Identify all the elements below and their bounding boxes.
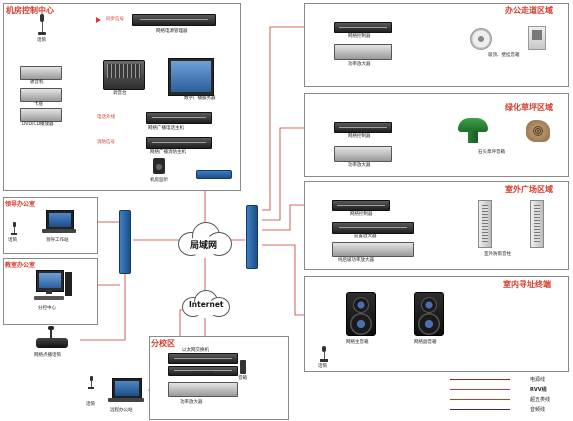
zone-lawn: 绿化草坪区域: [304, 93, 569, 177]
power-manager-device: [132, 14, 216, 26]
zone-title-teaching: 教室办公室: [5, 262, 36, 269]
lawn-controller-device: [334, 122, 392, 133]
lan-cloud: [178, 222, 232, 258]
remote-mic-icon: [88, 376, 94, 390]
legend: 电源线 RVV线 超五类线 音频线: [450, 374, 570, 420]
tuner-device: [20, 88, 62, 102]
lawn-controller-label: 网络控制器: [348, 134, 371, 139]
wall-speaker-icon: [528, 26, 546, 50]
broadcast-server-label: 数字广播服务器: [184, 96, 216, 101]
zone-title-leader: 领导办公室: [5, 201, 36, 208]
sub-speaker-label: 网络副音箱: [414, 340, 437, 345]
phone-in-label: 电话外线: [97, 115, 115, 120]
paging-station-label: 网络点播话筒: [34, 353, 61, 358]
legend-power-line: [450, 379, 510, 380]
left-lan-switch: [119, 210, 131, 274]
plaza-amp-device: [332, 242, 414, 257]
branch-controller-device: [168, 366, 238, 376]
plaza-preamp-label: 前置放大器: [354, 234, 377, 239]
microphone-icon: [38, 14, 46, 36]
internet-label: Internet: [189, 300, 224, 309]
remote-laptop-icon: [108, 378, 144, 404]
fire-signal-label: 消防信号: [97, 140, 115, 145]
control-mic-label: 话筒: [37, 38, 46, 43]
legend-rvv-line: [450, 389, 510, 390]
rock-speaker-icon: [526, 120, 550, 142]
plaza-controller-label: 网络控制器: [350, 212, 373, 217]
plaza-controller-device: [332, 200, 390, 211]
tuner-label: 卡座: [34, 102, 43, 107]
teaching-pc-label: 分控中心: [38, 306, 56, 311]
branch-controller-label: 网络控制器: [192, 372, 215, 377]
main-network-speaker-icon: [346, 292, 376, 336]
lawn-speakers-label: 石头草坪音箱: [478, 150, 505, 155]
fire-host-label: 网络广播消防主机: [150, 150, 186, 155]
mushroom-speaker-icon: [458, 118, 488, 144]
dvd-player-device: [20, 108, 62, 122]
mixer-device: [103, 60, 145, 90]
right-lan-switch: [246, 205, 258, 269]
ceiling-speaker-icon: [470, 28, 492, 50]
zone-title-corridor: 办公走道区域: [505, 6, 553, 15]
remote-mic-label: 话筒: [86, 402, 95, 407]
main-speaker-label: 网络主音箱: [346, 340, 369, 345]
sync-signal-label: 同步信号: [106, 17, 124, 22]
branch-switch-label: 以太网交换机: [182, 348, 209, 353]
branch-amp-device: [168, 382, 238, 397]
phone-host-device: [146, 112, 212, 124]
sync-signal-arrow: [96, 17, 101, 23]
lawn-amp-label: 功率放大器: [348, 163, 371, 168]
plaza-preamp-device: [332, 222, 414, 234]
legend-rvv-label: RVV线: [530, 387, 547, 393]
branch-speaker-label: 音箱: [238, 376, 247, 381]
corridor-speakers-label: 吸顶、壁挂音箱: [488, 53, 520, 58]
phone-host-label: 网络广播电话主机: [148, 126, 184, 131]
legend-audio-line: [450, 409, 510, 410]
indoor-mic-label: 话筒: [318, 364, 327, 369]
branch-speaker-icon: [240, 360, 246, 374]
monitor-speaker-icon: [153, 158, 165, 174]
corridor-amp-label: 功率放大器: [348, 62, 371, 67]
branch-amp-label: 功率放大器: [180, 400, 203, 405]
column-speaker-right-icon: [530, 200, 544, 248]
leader-mic-icon: [11, 222, 17, 236]
zone-title-lawn: 绿化草坪区域: [505, 103, 553, 112]
teaching-pc-icon: [32, 270, 72, 302]
leader-mic-label: 话筒: [8, 238, 17, 243]
plaza-speakers-label: 室外防雨音柱: [484, 252, 511, 257]
lawn-amp-device: [334, 146, 392, 162]
paging-station-icon: [36, 326, 68, 348]
legend-cat5-line: [450, 399, 510, 400]
mixer-label: 调音台: [113, 91, 127, 96]
legend-power-label: 电源线: [530, 377, 546, 383]
zone-title-branch: 分校区: [151, 339, 175, 348]
lan-label: 局域网: [190, 241, 218, 251]
monitor-label: 机房监听: [150, 178, 168, 183]
leader-laptop-icon: [42, 210, 76, 234]
legend-audio-label: 音频线: [530, 407, 546, 413]
control-room-switch: [196, 170, 232, 179]
internet-cloud: [182, 290, 230, 318]
plaza-amp-label: 纯后级功率放大器: [338, 258, 374, 263]
sub-network-speaker-icon: [414, 292, 444, 336]
fire-host-device: [146, 137, 212, 149]
zone-title-plaza: 室外广场区域: [505, 185, 553, 194]
radio-device: [20, 66, 62, 80]
dvd-player-label: DVD/CD播放器: [22, 122, 54, 127]
leader-pc-label: 领导工作站: [46, 238, 69, 243]
broadcast-server-device: [168, 58, 214, 96]
corridor-amp-device: [334, 44, 392, 60]
zone-branch: 分校区: [149, 336, 289, 420]
zone-title-control-room: 机房控制中心: [6, 6, 54, 15]
power-manager-label: 网络电源管理器: [156, 29, 188, 34]
indoor-mic-icon: [320, 346, 328, 362]
zone-title-indoor: 室内寻址终端: [503, 280, 551, 289]
corridor-controller-device: [334, 22, 392, 33]
column-speaker-left-icon: [478, 200, 492, 248]
remote-pc-label: 远程办公站: [110, 408, 133, 413]
branch-switch-device: [168, 353, 238, 364]
legend-cat5-label: 超五类线: [530, 397, 551, 403]
corridor-controller-label: 网络控制器: [348, 34, 371, 39]
radio-label: 收音机: [30, 80, 44, 85]
